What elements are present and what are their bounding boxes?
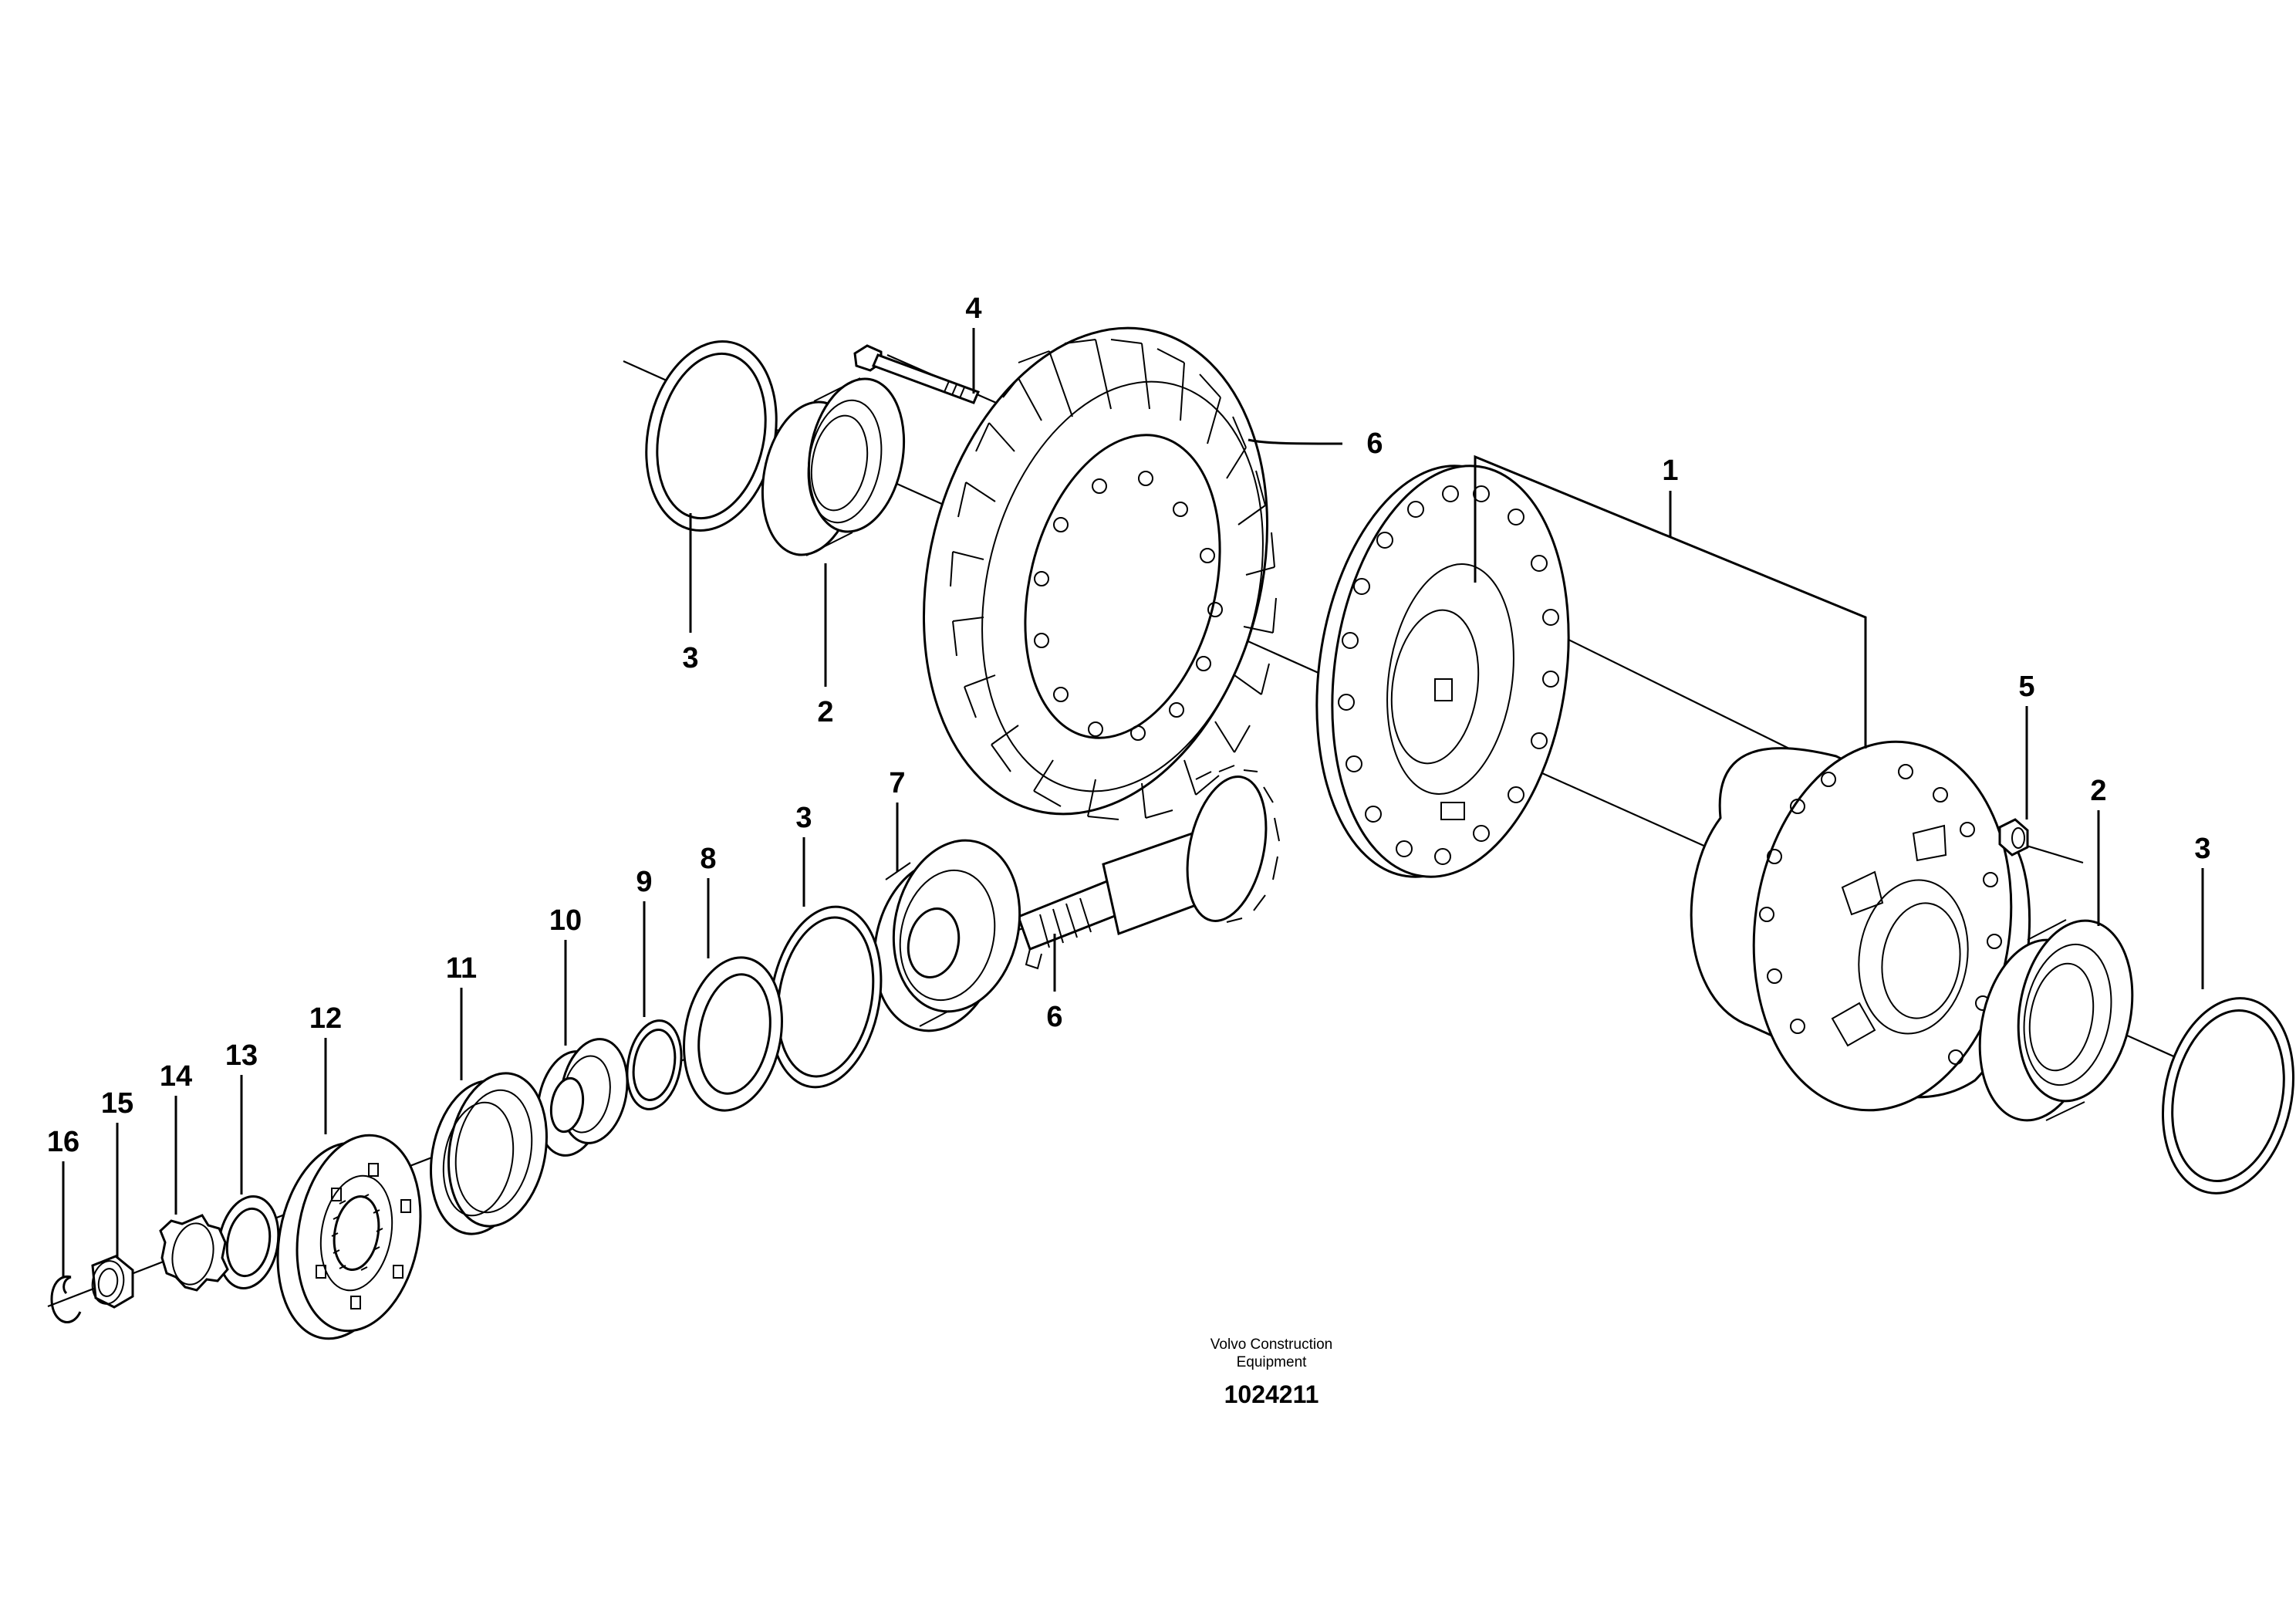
callout-3-pinion: 3: [795, 802, 812, 834]
oil-seal: [430, 1072, 548, 1235]
crown-wheel-teeth: [950, 339, 1277, 820]
taper-bearing-upper-left: [761, 377, 906, 556]
shim-ring-upper-left: [645, 340, 778, 532]
flange-half-bolt-holes: [1338, 485, 1559, 865]
drawing-footer: Volvo Construction Equipment 1024211: [1210, 1336, 1332, 1408]
callout-2-right: 2: [2090, 775, 2106, 807]
body-half-bolt-holes: [1759, 764, 2002, 1065]
callout-6-lower: 6: [1046, 1001, 1062, 1033]
crown-wheel-bolt-holes: [1034, 471, 1223, 741]
differential-case-body-half: [1690, 740, 2031, 1112]
callout-10: 10: [549, 904, 582, 937]
tab-lock-washer: [159, 1214, 229, 1292]
retaining-circlip: [50, 1276, 82, 1323]
callout-3-right: 3: [2194, 833, 2210, 865]
callout-3-upper-left: 3: [682, 642, 698, 674]
shim-ring-pinion: [768, 905, 883, 1089]
callout-5: 5: [2018, 671, 2034, 703]
drive-pinion-shaft: [994, 765, 1280, 970]
callout-16: 16: [47, 1126, 79, 1158]
callout-13: 13: [225, 1039, 258, 1072]
callout-11: 11: [446, 952, 477, 985]
case-nut: [1998, 818, 2029, 857]
ring-gear-bolt: [853, 344, 981, 404]
taper-bearing-right: [1978, 919, 2134, 1122]
brand-line-1: Volvo Construction: [1210, 1336, 1332, 1353]
callout-labels: 1 2 3 4 6 5 2 3 6 7 3 8 9 10 11 12 13 14…: [47, 292, 2211, 1158]
pinion-nut: [91, 1255, 134, 1309]
callout-6-upper: 6: [1366, 427, 1383, 460]
callout-1: 1: [1662, 454, 1678, 487]
callout-9: 9: [636, 866, 652, 898]
drawing-number: 1024211: [1224, 1380, 1319, 1408]
companion-flange: [276, 1134, 422, 1340]
brand-line-2: Equipment: [1237, 1354, 1308, 1370]
pinion-taper-bearing: [872, 839, 1021, 1032]
flat-washer: [217, 1195, 280, 1289]
callout-4: 4: [965, 292, 981, 325]
small-taper-bearing: [536, 1038, 629, 1157]
crown-wheel-gear: [922, 326, 1277, 820]
callout-14: 14: [160, 1060, 192, 1093]
callout-7: 7: [889, 767, 905, 799]
callout-leaders: [62, 328, 2204, 1276]
callout-15: 15: [101, 1087, 133, 1120]
shim-ring-right: [2161, 997, 2295, 1195]
callout-2-upper-left: 2: [817, 696, 833, 728]
callout-12: 12: [309, 1002, 342, 1035]
spacer-ring: [683, 956, 783, 1112]
differential-case-flange-half: [1315, 465, 1570, 878]
small-shim-washer: [626, 1019, 683, 1110]
callout-8: 8: [700, 843, 716, 875]
